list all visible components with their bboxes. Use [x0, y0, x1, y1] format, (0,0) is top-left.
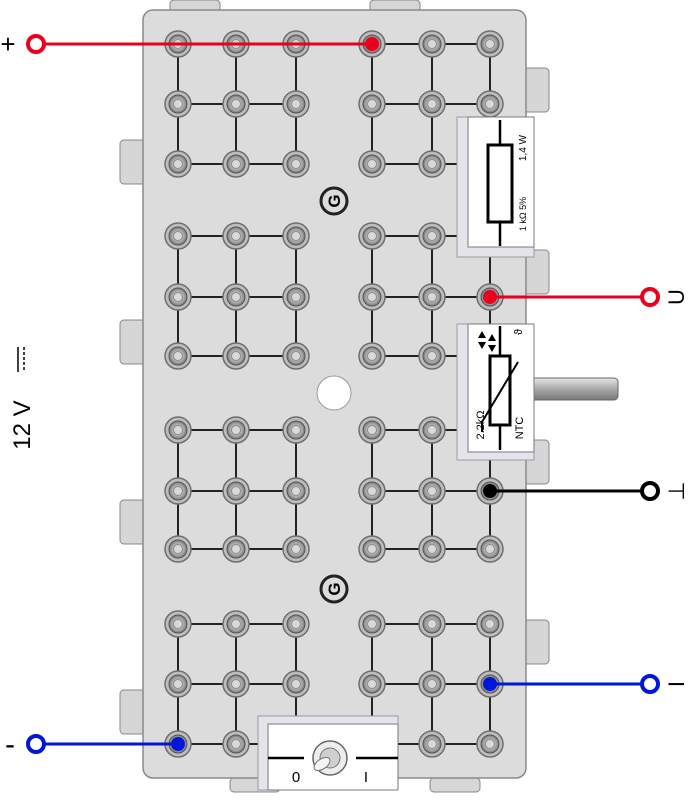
socket[interactable] — [282, 283, 310, 311]
socket[interactable] — [418, 477, 446, 505]
socket[interactable] — [282, 535, 310, 563]
socket[interactable] — [358, 535, 386, 563]
ntc-symbol — [488, 354, 512, 427]
socket[interactable] — [418, 222, 446, 250]
board-logo-bottom: G — [319, 574, 349, 604]
socket[interactable] — [222, 610, 250, 638]
socket[interactable] — [164, 610, 192, 638]
socket[interactable] — [418, 90, 446, 118]
socket[interactable] — [282, 150, 310, 178]
ntc-theta: ϑ — [513, 329, 525, 335]
socket[interactable] — [222, 283, 250, 311]
socket[interactable] — [418, 283, 446, 311]
socket[interactable] — [222, 90, 250, 118]
socket[interactable] — [476, 30, 504, 58]
socket[interactable] — [222, 535, 250, 563]
socket[interactable] — [222, 222, 250, 250]
socket[interactable] — [418, 342, 446, 370]
socket[interactable] — [282, 222, 310, 250]
socket[interactable] — [164, 150, 192, 178]
switch-off-label: 0 — [292, 769, 300, 786]
resistor-value: 1 kΩ 5% — [518, 197, 528, 231]
mounting-hole — [316, 375, 352, 411]
socket[interactable] — [418, 150, 446, 178]
terminal-plus-label: + — [0, 29, 15, 59]
socket[interactable] — [282, 670, 310, 698]
socket[interactable] — [418, 730, 446, 758]
socket[interactable] — [164, 535, 192, 563]
socket[interactable] — [358, 416, 386, 444]
socket[interactable] — [164, 416, 192, 444]
socket[interactable] — [222, 477, 250, 505]
resistor-module: 1,4 W 1 kΩ 5% — [456, 116, 535, 258]
socket[interactable] — [282, 477, 310, 505]
terminal-current-label: I — [664, 681, 689, 687]
terminal-voltage-label: U — [664, 289, 689, 305]
socket[interactable] — [164, 90, 192, 118]
switch-module[interactable]: 0 I — [257, 715, 399, 791]
socket[interactable] — [164, 342, 192, 370]
socket[interactable] — [358, 222, 386, 250]
resistor-power: 1,4 W — [518, 134, 529, 161]
ntc-module: ϑ 2.2kΩ NTC — [456, 323, 535, 461]
socket[interactable] — [282, 416, 310, 444]
socket[interactable] — [418, 30, 446, 58]
socket[interactable] — [164, 30, 192, 58]
wire-positive — [26, 34, 379, 54]
socket[interactable] — [418, 535, 446, 563]
wire-ground — [483, 481, 660, 501]
board-logo-top: G — [319, 186, 349, 216]
terminal-ground-label: ⊥ — [664, 481, 689, 500]
resistor-symbol — [486, 143, 514, 224]
socket[interactable] — [282, 90, 310, 118]
ntc-value: 2.2kΩ — [475, 410, 487, 439]
socket[interactable] — [358, 283, 386, 311]
wire-current — [483, 674, 660, 694]
socket[interactable] — [358, 610, 386, 638]
terminal-minus-label: - — [5, 728, 15, 761]
wire-negative — [26, 734, 185, 754]
socket[interactable] — [222, 416, 250, 444]
dc-symbol: ⎓ — [17, 347, 25, 372]
socket[interactable] — [164, 477, 192, 505]
socket[interactable] — [476, 610, 504, 638]
socket[interactable] — [222, 150, 250, 178]
ntc-type: NTC — [514, 417, 526, 440]
socket[interactable] — [222, 670, 250, 698]
socket[interactable] — [418, 670, 446, 698]
socket[interactable] — [282, 342, 310, 370]
socket[interactable] — [358, 670, 386, 698]
socket[interactable] — [282, 610, 310, 638]
wire-voltage — [483, 287, 660, 307]
socket[interactable] — [476, 730, 504, 758]
socket[interactable] — [358, 150, 386, 178]
socket[interactable] — [418, 610, 446, 638]
socket[interactable] — [164, 670, 192, 698]
socket[interactable] — [418, 416, 446, 444]
socket[interactable] — [358, 477, 386, 505]
socket[interactable] — [476, 535, 504, 563]
logo-text: G — [325, 194, 344, 207]
socket[interactable] — [164, 283, 192, 311]
socket[interactable] — [476, 90, 504, 118]
socket-grid — [164, 30, 504, 758]
socket[interactable] — [164, 222, 192, 250]
supply-voltage-label: 12 V — [9, 400, 36, 449]
socket[interactable] — [358, 342, 386, 370]
logo-text: G — [325, 582, 344, 595]
socket[interactable] — [222, 730, 250, 758]
switch-on-label: I — [364, 769, 368, 786]
socket[interactable] — [358, 90, 386, 118]
socket[interactable] — [222, 342, 250, 370]
